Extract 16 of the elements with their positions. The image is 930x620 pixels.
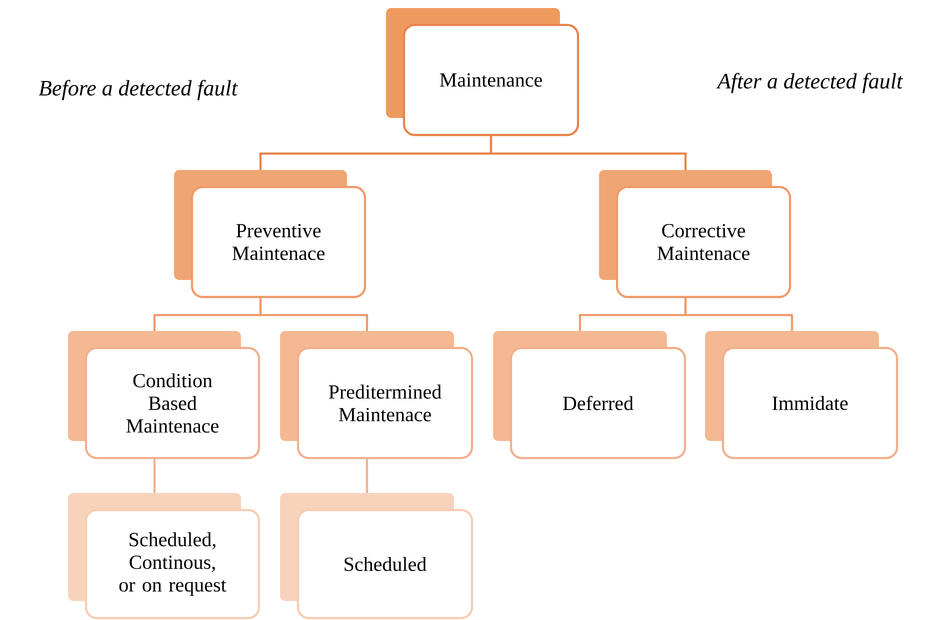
connector (259, 298, 368, 331)
box: Corrective Maintenace (599, 170, 792, 298)
box: Preventive Maintenace (174, 170, 366, 298)
box: Maintenance (386, 8, 580, 136)
box: Scheduled (280, 493, 474, 620)
connector (153, 459, 156, 493)
box: Condition Based Maintenace (68, 331, 260, 460)
connector (684, 298, 794, 331)
connector (490, 136, 687, 170)
box: Preditermined Maintenace (280, 331, 474, 460)
connector (366, 459, 368, 493)
box: Immidate (705, 331, 898, 460)
box: Scheduled, Continous, or on request (68, 493, 260, 620)
italic-note: Before a detected fault (38, 80, 238, 100)
box: Deferred (493, 331, 686, 460)
italic-note: After a detected fault (716, 72, 904, 94)
